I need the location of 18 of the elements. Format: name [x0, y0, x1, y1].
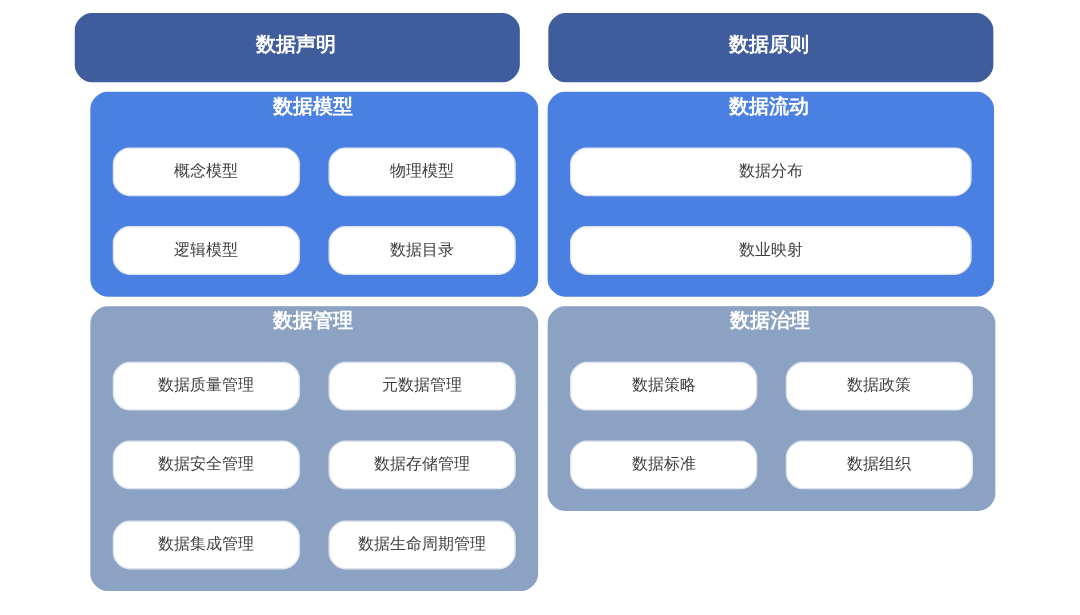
- node-box: 数据分布: [569, 147, 972, 197]
- node-box: 数据目录: [328, 226, 516, 275]
- node-box: 数据策略: [569, 361, 757, 411]
- node-box: 概念模型: [112, 147, 300, 197]
- node-box: 数据集成管理: [112, 520, 300, 570]
- node-box: 数据生命周期管理: [328, 520, 516, 570]
- node-box: 数据声明: [74, 13, 520, 83]
- node-box: 数据政策: [785, 361, 973, 411]
- node-box: 逻辑模型: [112, 226, 300, 275]
- node-box: 数据原则: [547, 13, 993, 83]
- node-box: 数据安全管理: [112, 440, 300, 490]
- node-box: 元数据管理: [328, 361, 516, 411]
- node-box: 数据存储管理: [328, 440, 516, 490]
- node-box: 物理模型: [328, 147, 516, 197]
- node-box: 数据组织: [785, 440, 973, 490]
- node-box: 数据质量管理: [112, 361, 300, 411]
- node-box: 数据标准: [569, 440, 757, 490]
- node-box: 数业映射: [569, 226, 972, 275]
